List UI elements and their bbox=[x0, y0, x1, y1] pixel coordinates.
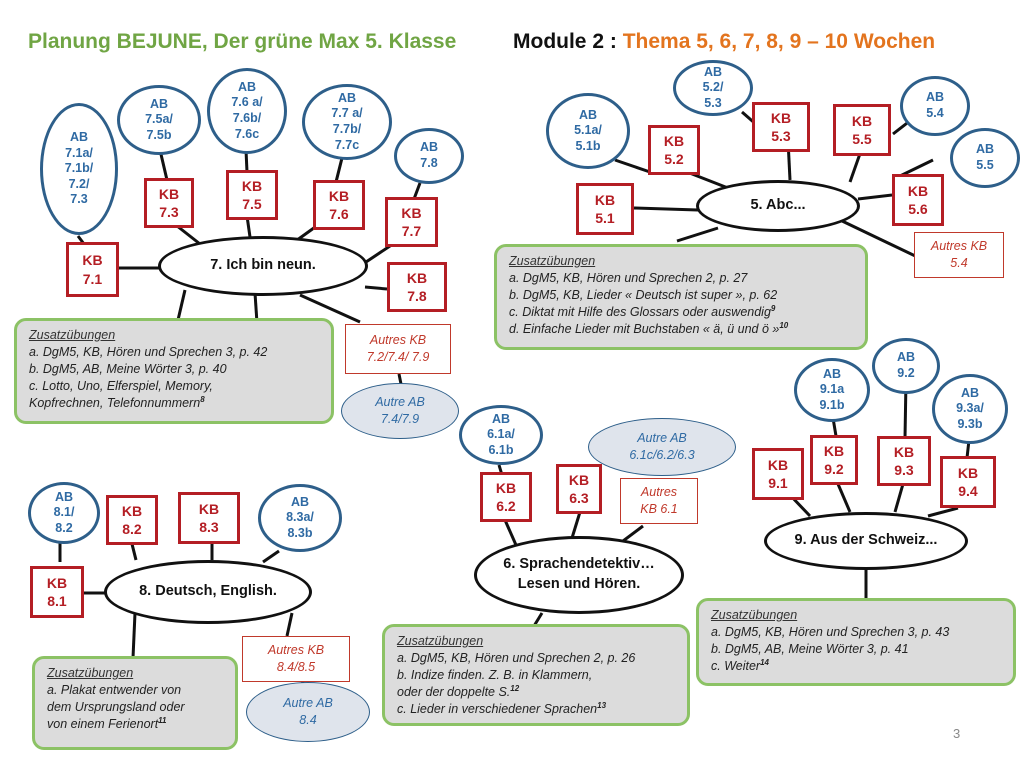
zusatz-item-text: b. Indize finden. Z. B. in Klammern, ode… bbox=[397, 667, 593, 699]
zusatz-item-text: c. Diktat mit Hilfe des Glossars oder au… bbox=[509, 304, 771, 319]
topic-6-ellipse: 6. Sprachendetektiv… Lesen und Hören. bbox=[474, 536, 684, 614]
ab-9-2-bubble: AB 9.2 bbox=[872, 338, 940, 394]
ab-5-2-bubble: AB 5.2/ 5.3 bbox=[673, 60, 753, 116]
module-label: Module 2 : bbox=[513, 30, 617, 53]
ab-5-4-bubble: AB 5.4 bbox=[900, 76, 970, 136]
zusatz-title: Zusatzübungen bbox=[47, 666, 134, 680]
kb-5-6-box: KB 5.6 bbox=[892, 174, 944, 226]
ab-7-7-bubble: AB 7.7 a/ 7.7b/ 7.7c bbox=[302, 84, 392, 160]
zusatz-item: b. DgM5, KB, Lieder « Deutsch ist super … bbox=[509, 287, 778, 302]
kb-8-3-box: KB 8.3 bbox=[178, 492, 240, 544]
zusatz-title: Zusatzübungen bbox=[29, 328, 116, 342]
kb-7-6-box: KB 7.6 bbox=[313, 180, 365, 230]
zusatz-item-text: a. Plakat entwender von dem Ursprungslan… bbox=[47, 682, 185, 731]
zusatz-item: b. Indize finden. Z. B. in Klammern, ode… bbox=[397, 667, 675, 701]
footnote-ref: 9 bbox=[770, 303, 776, 313]
zusatz-item: c. Diktat mit Hilfe des Glossars oder au… bbox=[509, 304, 853, 321]
zusatz-item-text: c. Lieder in verschiedener Sprachen bbox=[397, 701, 598, 716]
zusatz-item: b. DgM5, AB, Meine Wörter 3, p. 41 bbox=[711, 641, 909, 656]
zusatz-box-5: Zusatzübungen a. DgM5, KB, Hören und Spr… bbox=[494, 244, 868, 350]
topic-9-ellipse: 9. Aus der Schweiz... bbox=[764, 512, 968, 570]
ab-6-1-bubble: AB 6.1a/ 6.1b bbox=[459, 405, 543, 465]
kb-8-1-box: KB 8.1 bbox=[30, 566, 84, 618]
ab-8-1-bubble: AB 8.1/ 8.2 bbox=[28, 482, 100, 544]
kb-5-3-box: KB 5.3 bbox=[752, 102, 810, 152]
kb-6-3-box: KB 6.3 bbox=[556, 464, 602, 514]
topic-8-ellipse: 8. Deutsch, English. bbox=[104, 560, 312, 624]
kb-5-1-box: KB 5.1 bbox=[576, 183, 634, 235]
footnote-ref: 12 bbox=[510, 683, 520, 693]
zusatz-item-text: c. Weiter bbox=[711, 658, 761, 673]
zusatz-item: c. Lieder in verschiedener Sprachen13 bbox=[397, 701, 675, 718]
zusatz-title: Zusatzübungen bbox=[711, 608, 798, 622]
zusatz-box-6: Zusatzübungen a. DgM5, KB, Hören und Spr… bbox=[382, 624, 690, 726]
footnote-ref: 11 bbox=[158, 715, 167, 725]
zusatz-item-text: d. Einfache Lieder mit Buchstaben « ä, ü… bbox=[509, 321, 780, 336]
topic-7-ellipse: 7. Ich bin neun. bbox=[158, 236, 368, 296]
ab-8-3-bubble: AB 8.3a/ 8.3b bbox=[258, 484, 342, 552]
ab-7-6-bubble: AB 7.6 a/ 7.6b/ 7.6c bbox=[207, 68, 287, 154]
zusatz-title: Zusatzübungen bbox=[509, 254, 596, 268]
ab-7-8-bubble: AB 7.8 bbox=[394, 128, 464, 184]
module-title: Module 2 : Thema 5, 6, 7, 8, 9 – 10 Woch… bbox=[513, 30, 935, 54]
topic-5-ellipse: 5. Abc... bbox=[696, 180, 860, 232]
autre-ab-7-bubble: Autre AB 7.4/7.9 bbox=[341, 383, 459, 439]
zusatz-item: c. Weiter14 bbox=[711, 658, 1001, 675]
kb-9-2-box: KB 9.2 bbox=[810, 435, 858, 485]
autres-kb-8-box: Autres KB 8.4/8.5 bbox=[242, 636, 350, 682]
ab-7-5-bubble: AB 7.5a/ 7.5b bbox=[117, 85, 201, 155]
zusatz-item: a. DgM5, KB, Hören und Sprechen 3, p. 43 bbox=[711, 624, 950, 639]
zusatz-title: Zusatzübungen bbox=[397, 634, 484, 648]
footnote-ref: 13 bbox=[597, 700, 607, 710]
footnote-ref: 14 bbox=[760, 657, 769, 667]
zusatz-item: a. DgM5, KB, Hören und Sprechen 2, p. 26 bbox=[397, 650, 636, 665]
ab-9-3-bubble: AB 9.3a/ 9.3b bbox=[932, 374, 1008, 444]
zusatz-item: a. DgM5, KB, Hören und Sprechen 2, p. 27 bbox=[509, 270, 748, 285]
zusatz-item: c. Lotto, Uno, Elferspiel, Memory, Kopfr… bbox=[29, 378, 319, 412]
autre-ab-6-bubble: Autre AB 6.1c/6.2/6.3 bbox=[588, 418, 736, 476]
zusatz-item: a. DgM5, KB, Hören und Sprechen 3, p. 42 bbox=[29, 344, 268, 359]
kb-8-2-box: KB 8.2 bbox=[106, 495, 158, 545]
footnote-ref: 10 bbox=[779, 320, 789, 330]
zusatz-box-7: Zusatzübungen a. DgM5, KB, Hören und Spr… bbox=[14, 318, 334, 424]
autres-kb-7-box: Autres KB 7.2/7.4/ 7.9 bbox=[345, 324, 451, 374]
kb-5-2-box: KB 5.2 bbox=[648, 125, 700, 175]
kb-9-1-box: KB 9.1 bbox=[752, 448, 804, 500]
kb-7-5-box: KB 7.5 bbox=[226, 170, 278, 220]
zusatz-item-text: c. Lotto, Uno, Elferspiel, Memory, Kopfr… bbox=[29, 378, 213, 410]
kb-7-8-box: KB 7.8 bbox=[387, 262, 447, 312]
autres-kb-6-box: Autres KB 6.1 bbox=[620, 478, 698, 524]
zusatz-item: b. DgM5, AB, Meine Wörter 3, p. 40 bbox=[29, 361, 227, 376]
zusatz-item: a. Plakat entwender von dem Ursprungslan… bbox=[47, 682, 223, 733]
kb-7-3-box: KB 7.3 bbox=[144, 178, 194, 228]
kb-6-2-box: KB 6.2 bbox=[480, 472, 532, 522]
ab-5-5-bubble: AB 5.5 bbox=[950, 128, 1020, 188]
autres-kb-5-box: Autres KB 5.4 bbox=[914, 232, 1004, 278]
ab-7-1-bubble: AB 7.1a/ 7.1b/ 7.2/ 7.3 bbox=[40, 103, 118, 235]
kb-9-3-box: KB 9.3 bbox=[877, 436, 931, 486]
zusatz-box-8: Zusatzübungen a. Plakat entwender von de… bbox=[32, 656, 238, 750]
kb-5-5-box: KB 5.5 bbox=[833, 104, 891, 156]
kb-9-4-box: KB 9.4 bbox=[940, 456, 996, 508]
ab-5-1-bubble: AB 5.1a/ 5.1b bbox=[546, 93, 630, 169]
kb-7-7-box: KB 7.7 bbox=[385, 197, 438, 247]
theme-label: Thema 5, 6, 7, 8, 9 – 10 Wochen bbox=[622, 30, 936, 53]
autre-ab-8-bubble: Autre AB 8.4 bbox=[246, 682, 370, 742]
zusatz-item: d. Einfache Lieder mit Buchstaben « ä, ü… bbox=[509, 321, 853, 338]
kb-7-1-box: KB 7.1 bbox=[66, 242, 119, 297]
ab-9-1-bubble: AB 9.1a 9.1b bbox=[794, 358, 870, 422]
footnote-ref: 8 bbox=[200, 394, 205, 404]
zusatz-box-9: Zusatzübungen a. DgM5, KB, Hören und Spr… bbox=[696, 598, 1016, 686]
page-title: Planung BEJUNE, Der grüne Max 5. Klasse bbox=[28, 30, 457, 53]
page-number: 3 bbox=[953, 726, 961, 741]
